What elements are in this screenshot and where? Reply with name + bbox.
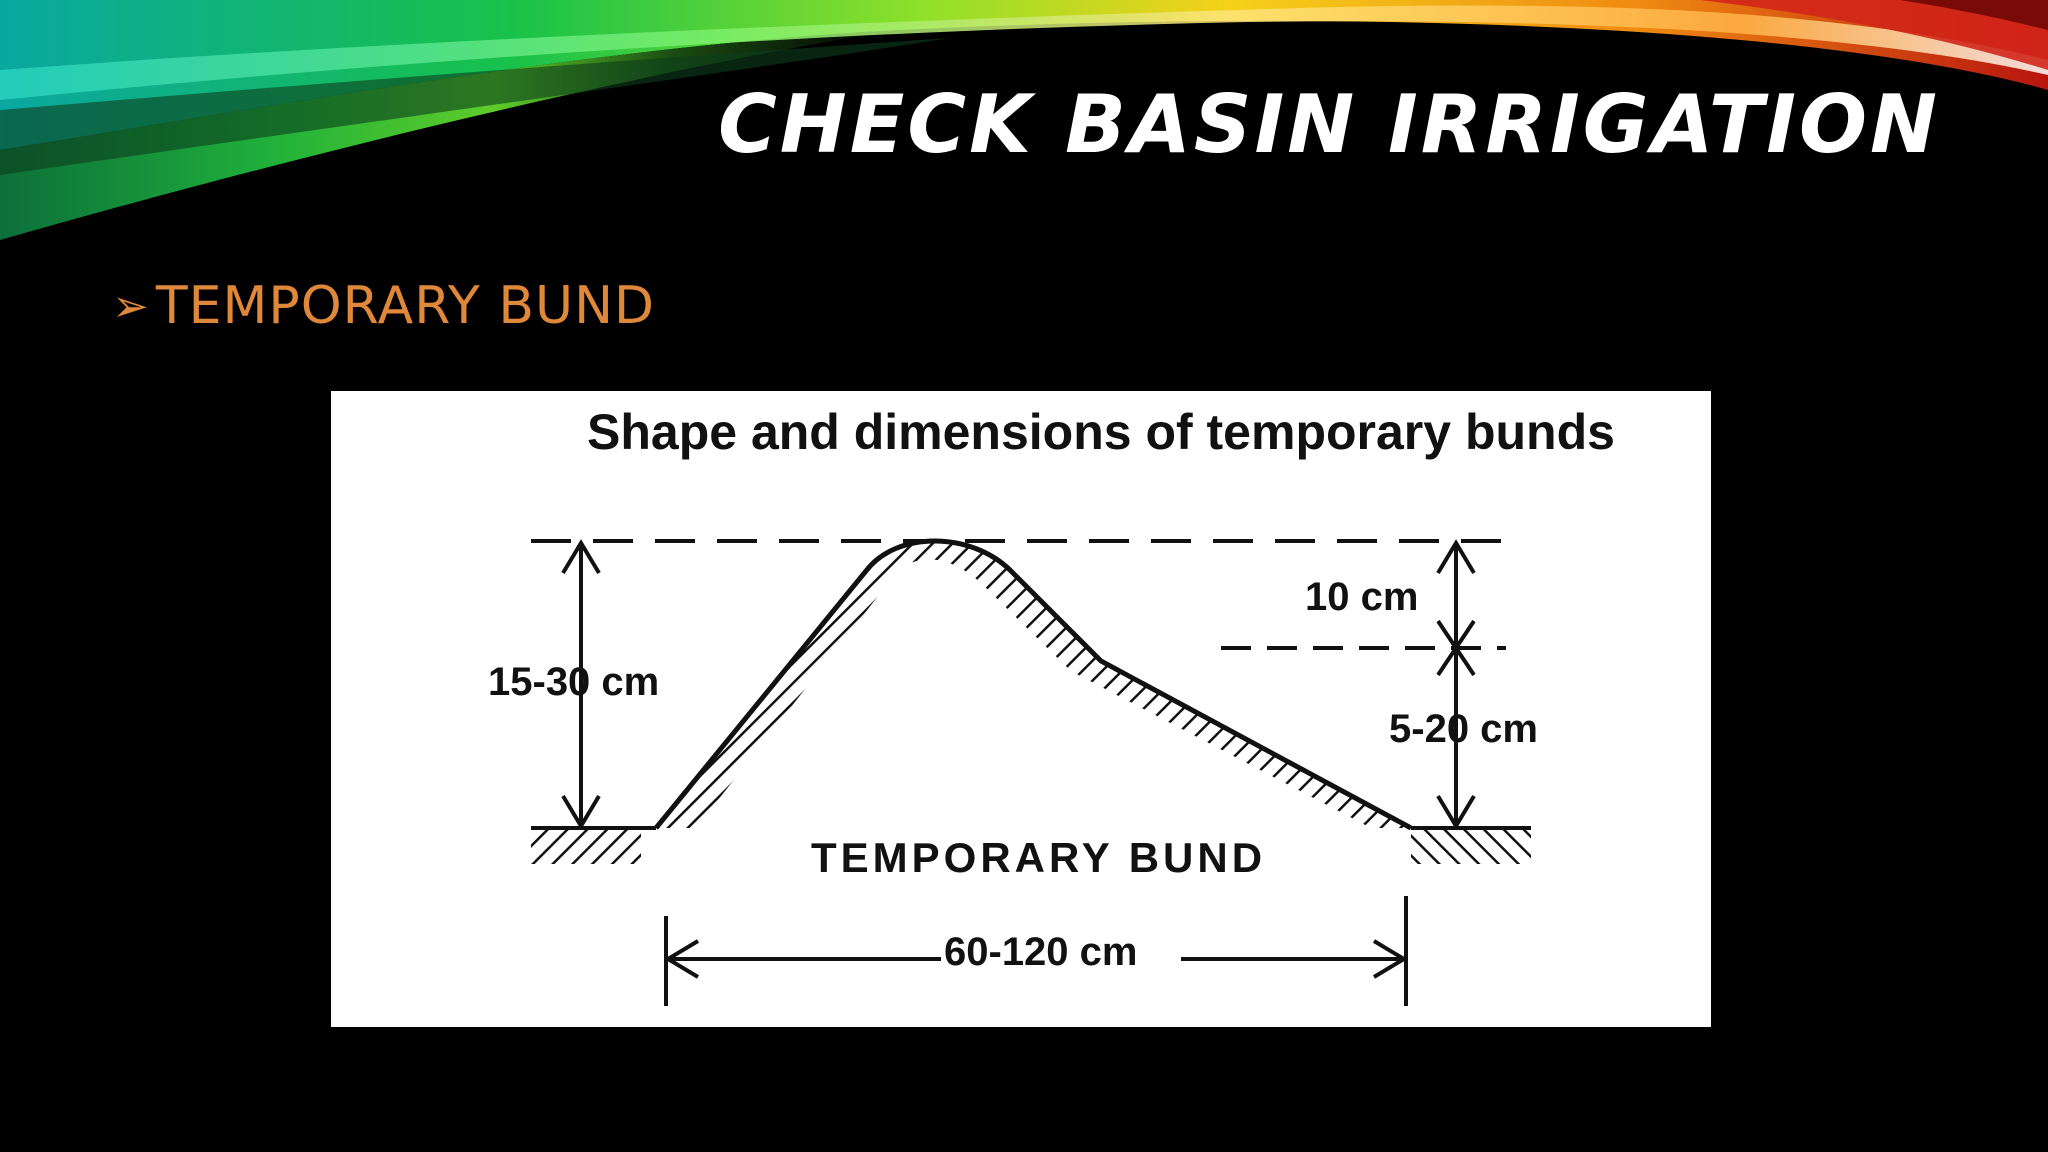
ground-hatch-right	[1411, 828, 1531, 864]
base-width-label: 60-120 cm	[944, 930, 1138, 974]
bullet-text: TEMPORARY BUND	[155, 276, 656, 336]
width-arrow-right	[1372, 939, 1408, 979]
right-arrow-top	[1436, 539, 1476, 575]
diagram-caption: Shape and dimensions of temporary bunds	[587, 404, 1615, 460]
height-arrow-bottom	[561, 794, 601, 830]
ground-hatch-left	[531, 828, 641, 864]
top-part-label: 10 cm	[1305, 575, 1419, 619]
arrow-bullet-icon: ➢	[112, 280, 150, 332]
right-arrow-bottom	[1436, 794, 1476, 830]
bund-drawing	[531, 538, 1531, 1006]
height-arrow-top	[561, 539, 601, 575]
bund-diagram: Shape and dimensions of temporary bunds …	[331, 391, 1711, 1027]
bund-hatch-band	[656, 541, 1411, 828]
slide-title: CHECK BASIN IRRIGATION	[718, 78, 1940, 171]
right-arrow-mid-down	[1436, 644, 1476, 677]
bullet-item: ➢ TEMPORARY BUND	[112, 276, 655, 336]
bund-name-label: TEMPORARY BUND	[811, 834, 1267, 881]
lower-part-label: 5-20 cm	[1389, 707, 1538, 751]
total-height-label: 15-30 cm	[488, 660, 660, 704]
width-arrow-left	[664, 939, 700, 979]
decorative-banner	[0, 0, 2048, 240]
